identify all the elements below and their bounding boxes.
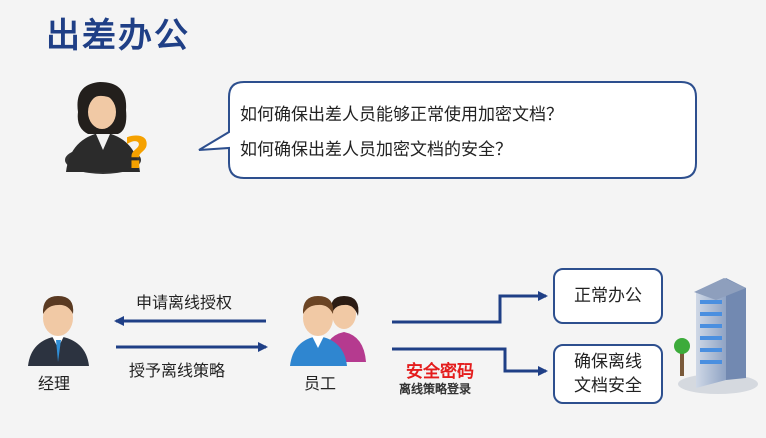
speech-bubble: [198, 81, 697, 179]
question-line-2: 如何确保出差人员加密文档的安全？: [240, 140, 512, 160]
server-building-icon: [674, 278, 758, 394]
manager-label: 经理: [38, 374, 71, 393]
manager-icon: [28, 296, 89, 366]
bubble-text: 如何确保出差人员能够正常使用加密文档？ 如何确保出差人员加密文档的安全？: [240, 98, 563, 168]
svg-text:?: ?: [124, 128, 150, 179]
question-user-icon: ?: [65, 82, 150, 179]
grant-policy-label: 授予离线策略: [129, 361, 226, 380]
password-label: 安全密码: [406, 362, 474, 382]
page-title: 出差办公: [46, 16, 190, 56]
staff-icon: [290, 296, 366, 366]
secure-docs-box: 确保离线 文档安全: [553, 344, 663, 404]
secure-docs-line-1: 确保离线: [574, 352, 642, 372]
arrow-normal: [392, 291, 548, 324]
apply-offline-label: 申请离线授权: [136, 293, 233, 312]
arrow-secure: [392, 347, 548, 376]
staff-label: 员工: [304, 374, 337, 393]
normal-office-label: 正常办公: [574, 286, 642, 306]
secure-docs-line-2: 文档安全: [574, 376, 642, 396]
offline-login-label: 离线策略登录: [399, 382, 472, 396]
normal-office-box: 正常办公: [553, 268, 663, 324]
question-line-1: 如何确保出差人员能够正常使用加密文档？: [240, 105, 563, 125]
